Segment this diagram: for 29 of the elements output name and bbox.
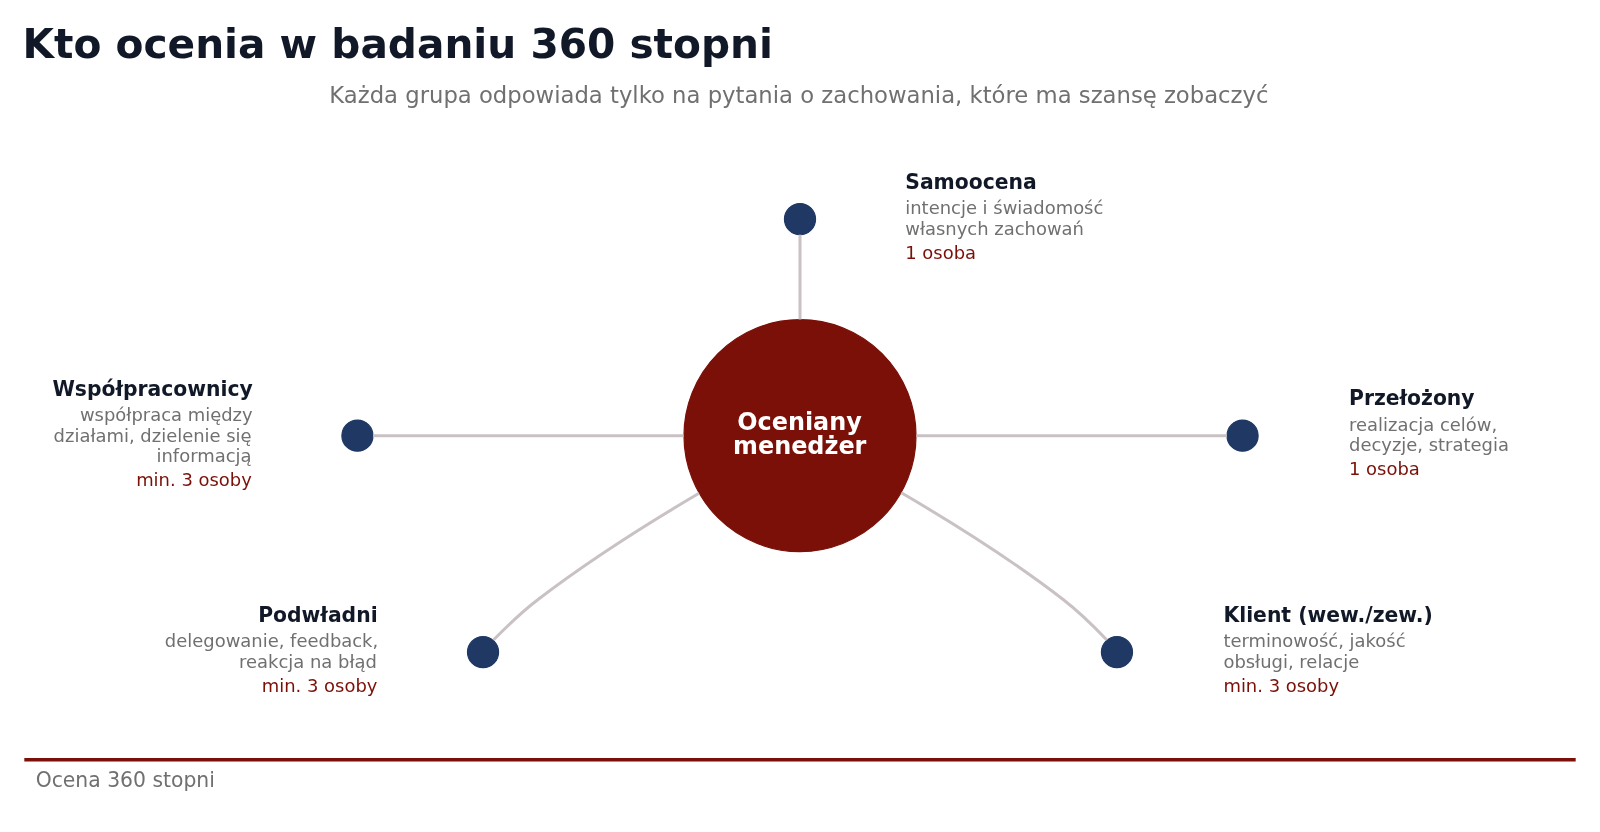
connector bbox=[900, 491, 1108, 641]
label: Każda grupa odpowiada tylko na pytania o zachowania, które ma szansę zobaczyć bbox=[329, 81, 1269, 108]
node-label: min. 3 osoby bbox=[1223, 674, 1340, 696]
node-label: 1 osoba bbox=[1349, 457, 1420, 479]
node-label: terminowość, jakość obsługi, relacje bbox=[1223, 629, 1406, 672]
node-label: min. 3 osoby bbox=[261, 674, 378, 696]
node-circle bbox=[783, 202, 817, 235]
node-label: współpraca między działami, dzielenie się informacją bbox=[53, 403, 253, 466]
node-label: realizacja celów, decyzje, strategia bbox=[1349, 413, 1509, 455]
node-circle bbox=[341, 419, 374, 452]
node-label: delegowanie, feedback, reakcja na błąd bbox=[164, 629, 379, 672]
node-circle bbox=[466, 635, 500, 668]
diagram-title: Kto ocenia w badaniu 360 stopni bbox=[22, 19, 773, 68]
node-circle bbox=[1226, 419, 1259, 452]
node-label: Klient (wew./zew.) bbox=[1223, 602, 1433, 627]
node-label: Podwładni bbox=[258, 602, 378, 627]
connector bbox=[916, 433, 1227, 437]
node-label: 1 osoba bbox=[905, 241, 977, 263]
label: Ocena 360 stopni bbox=[35, 767, 215, 792]
node-circle bbox=[1100, 635, 1134, 668]
connector bbox=[492, 491, 700, 641]
node-label: Samoocena bbox=[905, 169, 1037, 194]
connector bbox=[798, 234, 802, 320]
node-label: Przełożony bbox=[1349, 385, 1475, 410]
node-label: min. 3 osoby bbox=[136, 468, 252, 490]
connector bbox=[373, 433, 684, 437]
node-label: intencje i świadomość własnych zachowań bbox=[905, 196, 1104, 239]
node-circle: Oceniany menedżer bbox=[683, 318, 917, 552]
node-label: Współpracownicy bbox=[52, 376, 253, 401]
